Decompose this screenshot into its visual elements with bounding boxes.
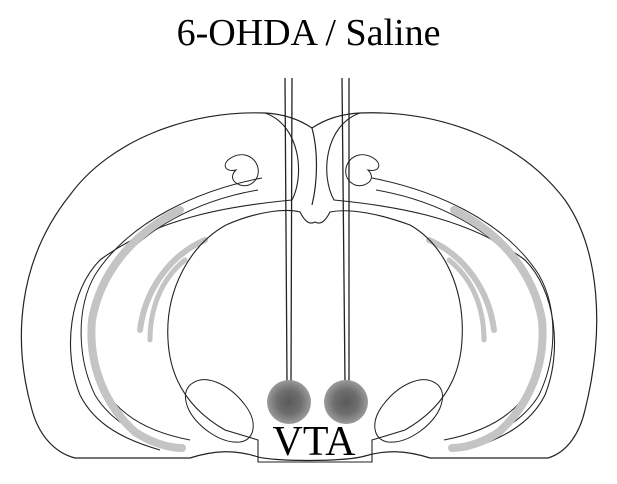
left-fiber-tract-outer xyxy=(91,210,182,448)
midline-fissure xyxy=(312,128,317,205)
right-fiber-tract-outer xyxy=(452,210,543,448)
right-lateral-ventricle xyxy=(346,155,379,186)
left-hippocampus-inner xyxy=(93,190,258,440)
vta-target-label: VTA xyxy=(262,418,366,466)
right-hippocampus-inner xyxy=(376,190,541,440)
left-lateral-ventricle xyxy=(225,155,258,186)
injection-cannula-icon xyxy=(285,78,292,382)
left-cerebral-peduncle xyxy=(186,380,254,442)
right-cerebral-peduncle xyxy=(375,380,443,442)
injection-cannula-icon xyxy=(342,78,349,382)
